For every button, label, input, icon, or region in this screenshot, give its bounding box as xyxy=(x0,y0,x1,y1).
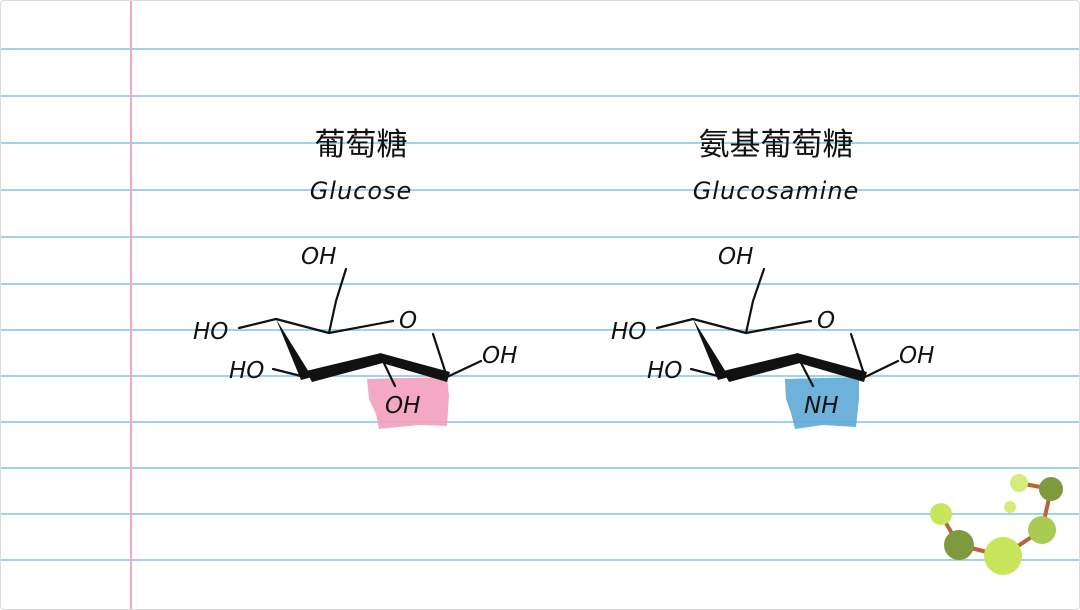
glucose-oh-highlight-label: OH xyxy=(385,393,420,419)
model-atom xyxy=(944,530,974,560)
glucosamine-oh-right-label: OH xyxy=(899,343,934,369)
glucose-oh-highlight xyxy=(367,377,449,429)
glucosamine-ring-oxygen-label: O xyxy=(817,308,835,334)
glucosamine-wedge-bond-right xyxy=(797,353,867,382)
model-atom xyxy=(984,537,1022,575)
glucosamine-oh-top-label: OH xyxy=(718,244,753,270)
glucose-ho-left-label: HO xyxy=(193,319,228,345)
glucosamine-name-english: Glucosamine xyxy=(692,177,860,205)
model-atom xyxy=(1039,477,1063,501)
glucosamine-nh-highlight-label: NH xyxy=(804,393,839,419)
model-atom xyxy=(930,503,952,525)
glucose-structure: OH O HO HO OH OH xyxy=(193,244,517,429)
glucosamine-structure: OH O HO HO OH NH xyxy=(611,244,934,429)
glucose-wedge-bond-front xyxy=(306,353,383,382)
glucosamine-wedge-bond-left xyxy=(693,319,729,380)
glucose-name-english: Glucose xyxy=(309,177,413,205)
model-atom xyxy=(1004,501,1016,513)
glucose-bonds xyxy=(237,267,483,388)
glucosamine-wedge-bond-front xyxy=(723,353,800,382)
glucose-name-chinese: 葡萄糖 xyxy=(314,127,408,163)
glucosamine-nh-highlight xyxy=(785,377,859,429)
glucosamine-ho-lower-label: HO xyxy=(647,358,682,384)
glucose-oh-right-label: OH xyxy=(482,343,517,369)
molecule-model-decoration xyxy=(930,474,1063,575)
glucosamine-name-chinese: 氨基葡萄糖 xyxy=(698,127,854,163)
glucose-wedge-bond-right xyxy=(380,353,450,382)
glucosamine-ho-left-label: HO xyxy=(611,319,646,345)
glucose-wedge-bond-left xyxy=(276,319,312,380)
glucose-ring-oxygen-label: O xyxy=(399,308,417,334)
horizontal-rules xyxy=(1,48,1079,561)
glucose-ho-lower-label: HO xyxy=(229,358,264,384)
model-atom xyxy=(1010,474,1028,492)
glucose-oh-top-label: OH xyxy=(301,244,336,270)
model-atom xyxy=(1028,516,1056,544)
glucosamine-bonds xyxy=(655,267,900,388)
